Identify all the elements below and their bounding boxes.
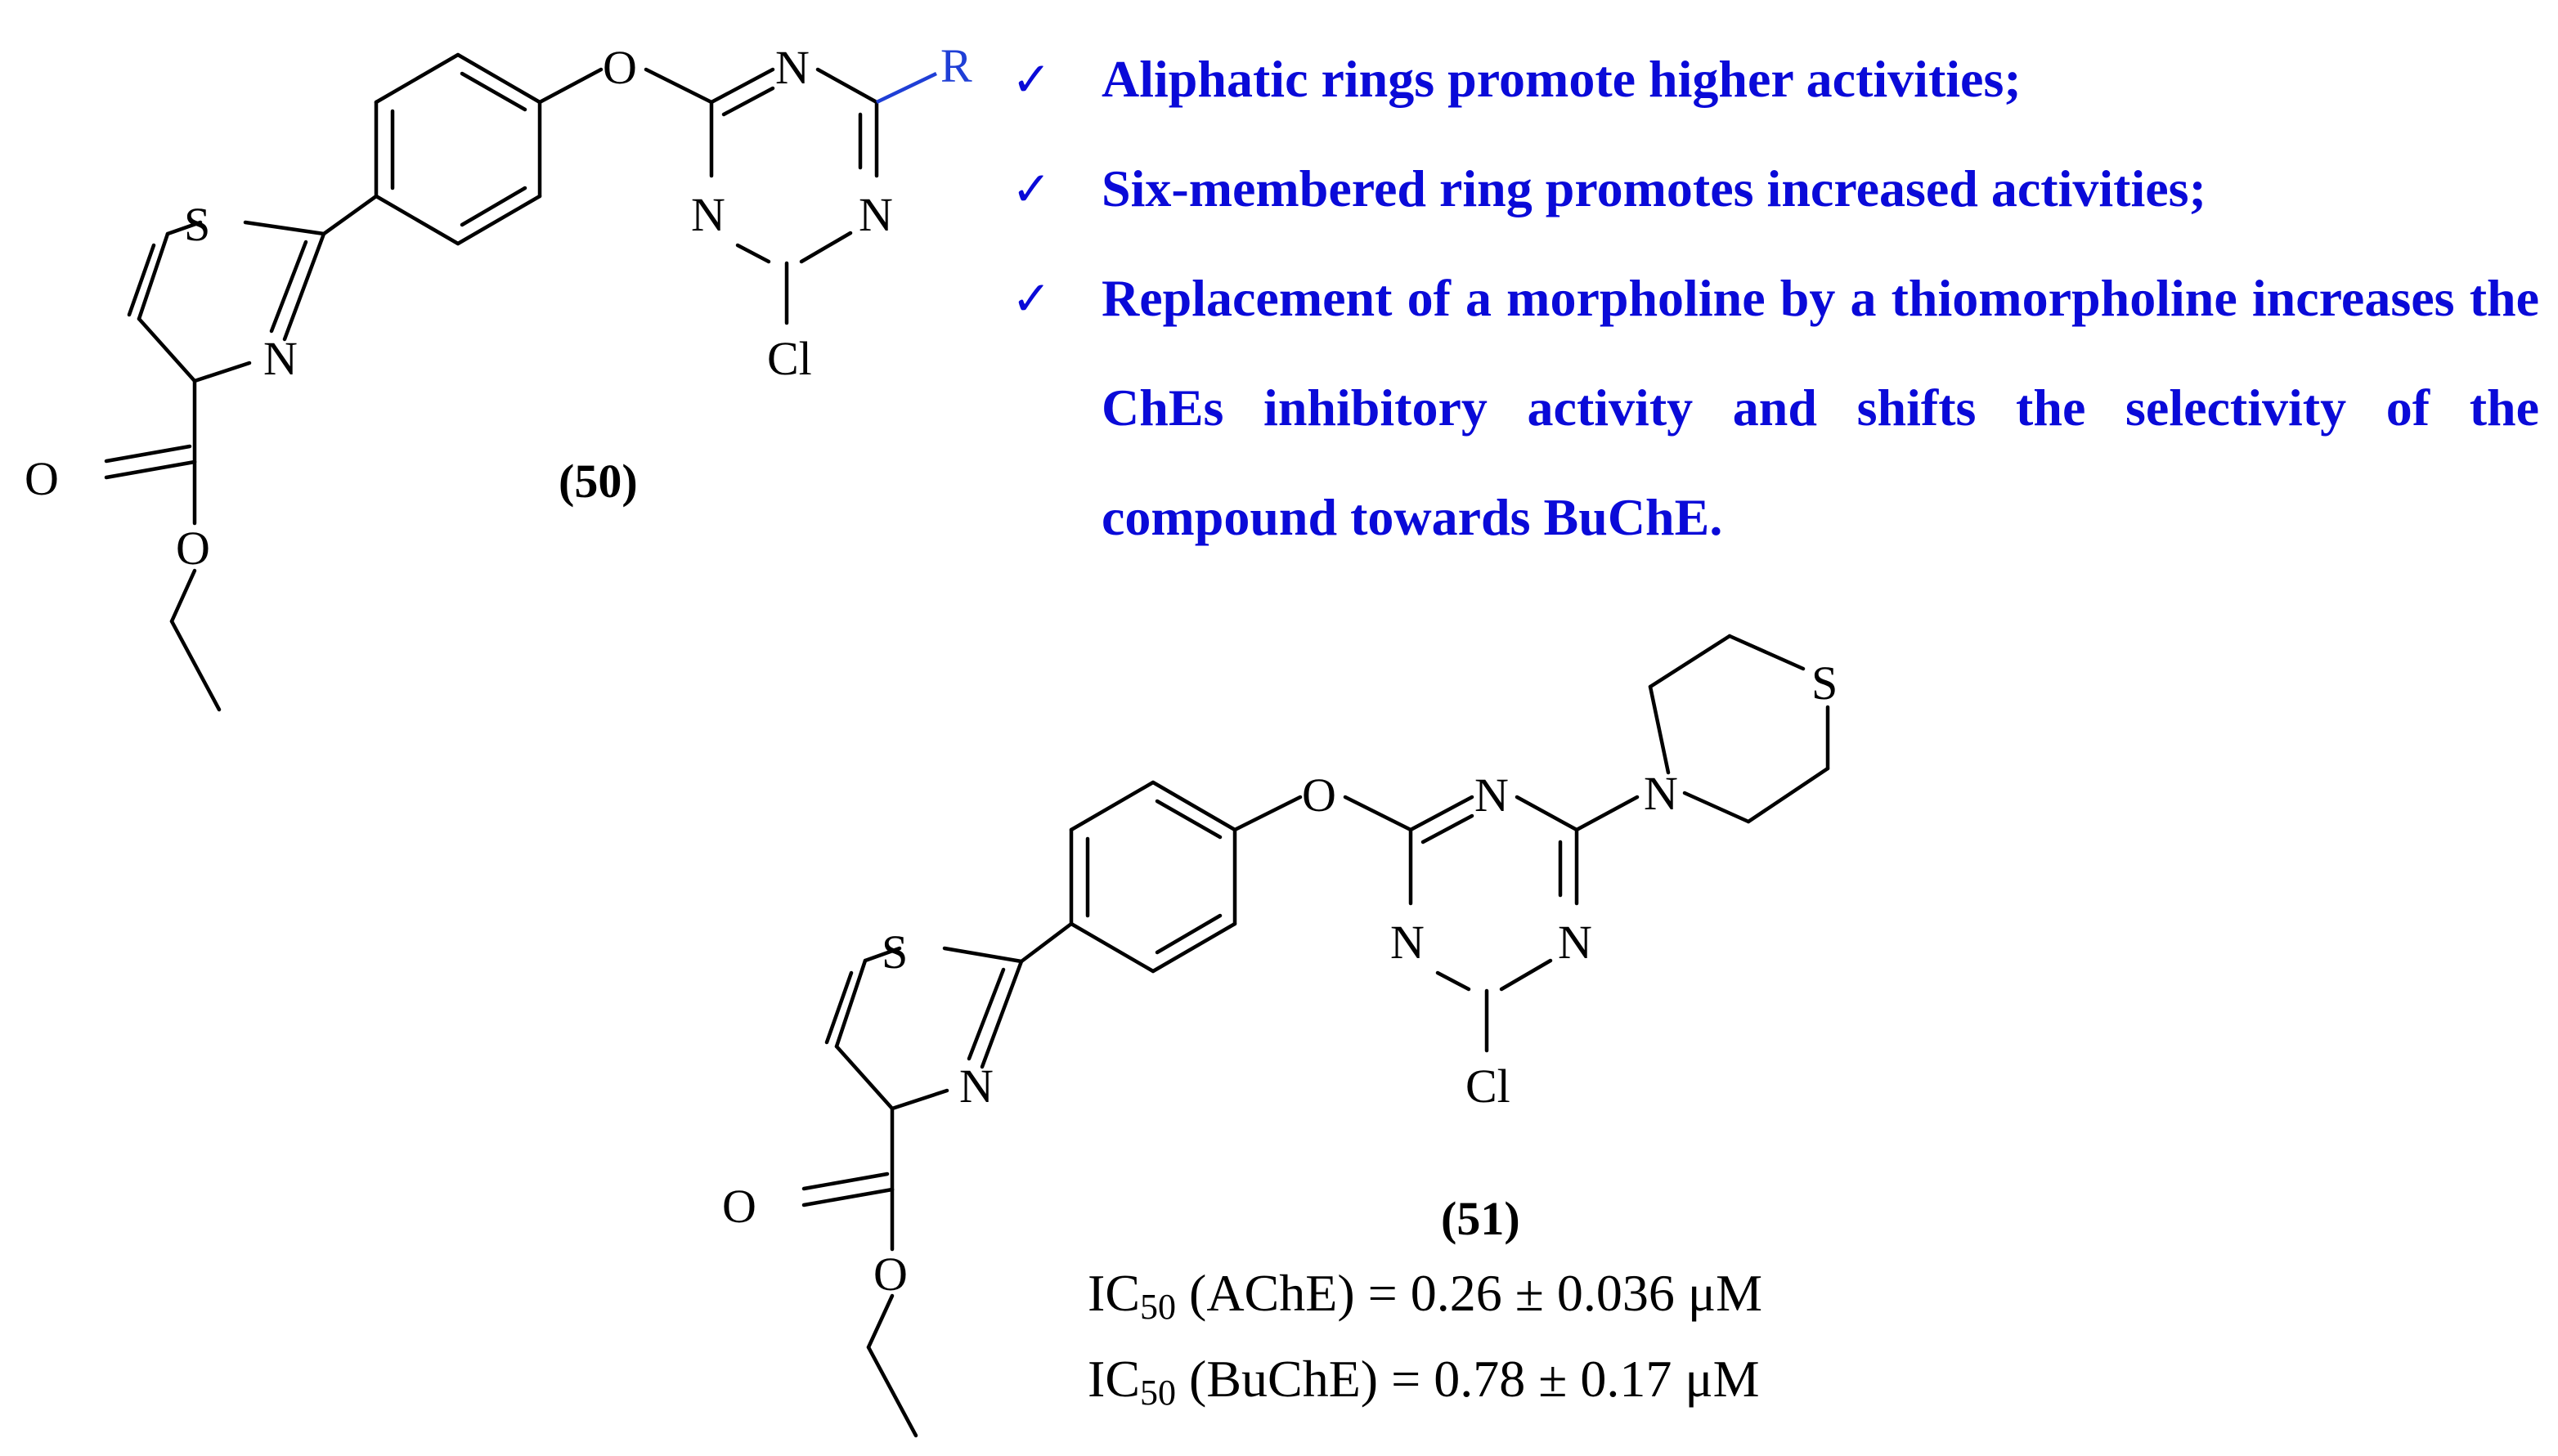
sar-point-3: ✓ Replacement of a morpholine by a thiom… bbox=[1002, 244, 2539, 572]
atom-n-triazine-right-50: N bbox=[859, 188, 893, 241]
atom-cl-50: Cl bbox=[767, 332, 812, 385]
compound-51-structure: S N O N N N Cl O O N S (51) bbox=[722, 634, 1838, 1438]
sar-points-list: ✓ Aliphatic rings promote higher activit… bbox=[1002, 25, 2539, 572]
compound-50-structure: S N O N N N Cl O O R (50) bbox=[25, 39, 972, 712]
ic50-prefix: IC bbox=[1088, 1350, 1140, 1408]
atom-o-ether-51: O bbox=[1302, 768, 1336, 822]
sar-point-text: Six-membered ring promotes increased act… bbox=[1102, 159, 2206, 217]
atom-cl-51: Cl bbox=[1465, 1060, 1510, 1113]
sar-point-text: Replacement of a morpholine by a thiomor… bbox=[1102, 269, 2539, 546]
atom-o-carbonyl-51: O bbox=[722, 1180, 756, 1233]
atom-n-triazine-right-51: N bbox=[1558, 916, 1592, 969]
atom-n-triazine-left-51: N bbox=[1390, 916, 1425, 969]
ic50-ache-line: IC50 (AChE) = 0.26 ± 0.036 μM bbox=[1088, 1263, 1905, 1328]
atom-n-triazine-top-50: N bbox=[775, 41, 810, 94]
compound-51-label: (51) bbox=[1441, 1192, 1520, 1245]
sar-point-text: Aliphatic rings promote higher activitie… bbox=[1102, 50, 2022, 108]
atom-s-50: S bbox=[184, 198, 210, 251]
atom-o-ester-50: O bbox=[176, 522, 210, 575]
atom-s-51: S bbox=[882, 925, 908, 979]
ic50-subscript: 50 bbox=[1140, 1373, 1176, 1413]
ic50-ache-value: (AChE) = 0.26 ± 0.036 μM bbox=[1176, 1264, 1763, 1322]
ic50-buche-line: IC50 (BuChE) = 0.78 ± 0.17 μM bbox=[1088, 1349, 1905, 1413]
atom-n-triazine-top-51: N bbox=[1474, 768, 1509, 822]
atom-o-ether-50: O bbox=[603, 41, 637, 94]
atom-n-thiomorpholine: N bbox=[1644, 767, 1678, 820]
atom-n-thiazole-51: N bbox=[959, 1060, 994, 1113]
atom-o-carbonyl-50: O bbox=[25, 452, 59, 505]
atom-s-thiomorpholine: S bbox=[1811, 656, 1838, 710]
atom-n-triazine-left-50: N bbox=[691, 188, 725, 241]
ic50-prefix: IC bbox=[1088, 1264, 1140, 1322]
ic50-subscript: 50 bbox=[1140, 1287, 1176, 1327]
atom-o-ester-51: O bbox=[873, 1248, 908, 1301]
check-icon: ✓ bbox=[1012, 271, 1052, 326]
atom-n-thiazole-50: N bbox=[263, 332, 298, 385]
r-group-label: R bbox=[940, 39, 972, 92]
check-icon: ✓ bbox=[1012, 161, 1052, 217]
check-icon: ✓ bbox=[1012, 52, 1052, 107]
sar-point-1: ✓ Aliphatic rings promote higher activit… bbox=[1002, 25, 2539, 134]
sar-point-2: ✓ Six-membered ring promotes increased a… bbox=[1002, 134, 2539, 244]
compound-50-label: (50) bbox=[559, 455, 638, 508]
ic50-buche-value: (BuChE) = 0.78 ± 0.17 μM bbox=[1176, 1350, 1760, 1408]
